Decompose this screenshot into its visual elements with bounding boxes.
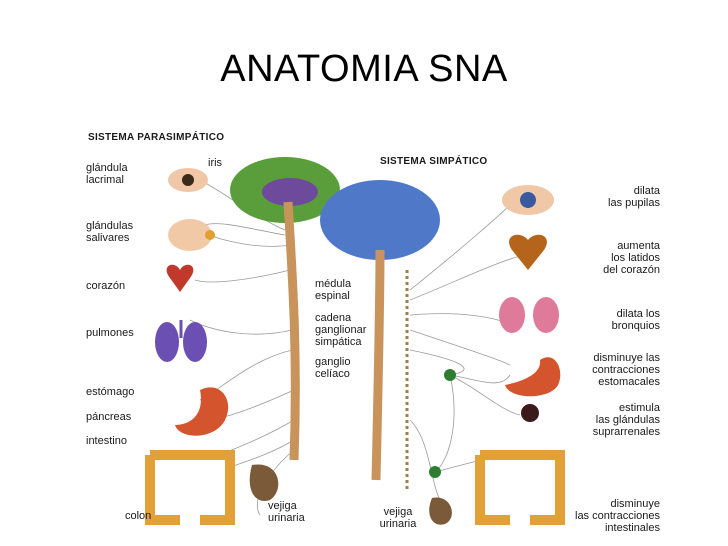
parasympathetic-heading: SISTEMA PARASIMPÁTICO [88,132,225,143]
label-bladder-right: vejiga urinaria [379,506,417,530]
label-pancreas: páncreas [86,411,132,423]
stomach-right [505,357,561,397]
label-stimulate-adrenal: estimula las glándulas suprarrenales [592,402,660,438]
heart-right [509,234,547,270]
label-stomach: estómago [86,386,135,398]
parasympathetic-nerves [189,179,295,516]
eye-left [168,168,208,192]
parasympathetic-spinal-cord [283,201,300,461]
page-title: ANATOMIA SNA [220,48,508,90]
bladder-left [249,464,279,501]
label-spinal-cord: médula espinal [315,278,352,302]
bladder-right [429,497,452,525]
stomach-left [175,387,229,436]
lungs-left [155,320,207,362]
eye-right [502,185,554,215]
mesenteric-ganglion [429,466,441,478]
label-dilate-pupils: dilata las pupilas [608,185,660,209]
label-heart: corazón [86,280,126,292]
label-lungs: pulmones [86,327,134,339]
label-colon: colon [125,510,152,522]
salivary-glands [168,219,215,251]
ans-diagram: SISTEMA PARASIMPÁTICO SISTEMA SIMPÁTICO … [80,120,660,540]
label-intestine: intestino [86,435,127,447]
label-increase-heartbeat: aumenta los latidos del corazón [603,240,660,276]
colon-right [475,450,565,525]
label-celiac-ganglion: ganglio celíaco [315,356,351,380]
label-sympathetic-chain: cadena ganglionar simpática [315,312,367,348]
parasympathetic-brain [230,157,340,223]
sympathetic-brain [320,180,440,260]
label-bladder-left: vejiga urinaria [268,500,305,524]
label-dilate-bronchi: dilata los bronquios [611,308,660,332]
adrenal-gland [521,404,539,422]
label-salivary-glands: glándulas salivares [86,220,134,244]
label-decrease-stomach: disminuye las contracciones estomacales [592,352,660,388]
label-decrease-intestine: disminuye las contracciones intestinales [575,498,660,534]
sympathetic-spinal-cord [371,249,385,481]
heart-left [166,264,194,292]
label-iris: iris [208,157,223,169]
diagram-artwork [145,157,565,525]
colon-left [145,450,235,525]
celiac-ganglion [444,369,456,381]
label-lacrimal-gland: glándula lacrimal [86,162,128,186]
sympathetic-heading: SISTEMA SIMPÁTICO [380,156,488,167]
lungs-right [499,297,559,333]
